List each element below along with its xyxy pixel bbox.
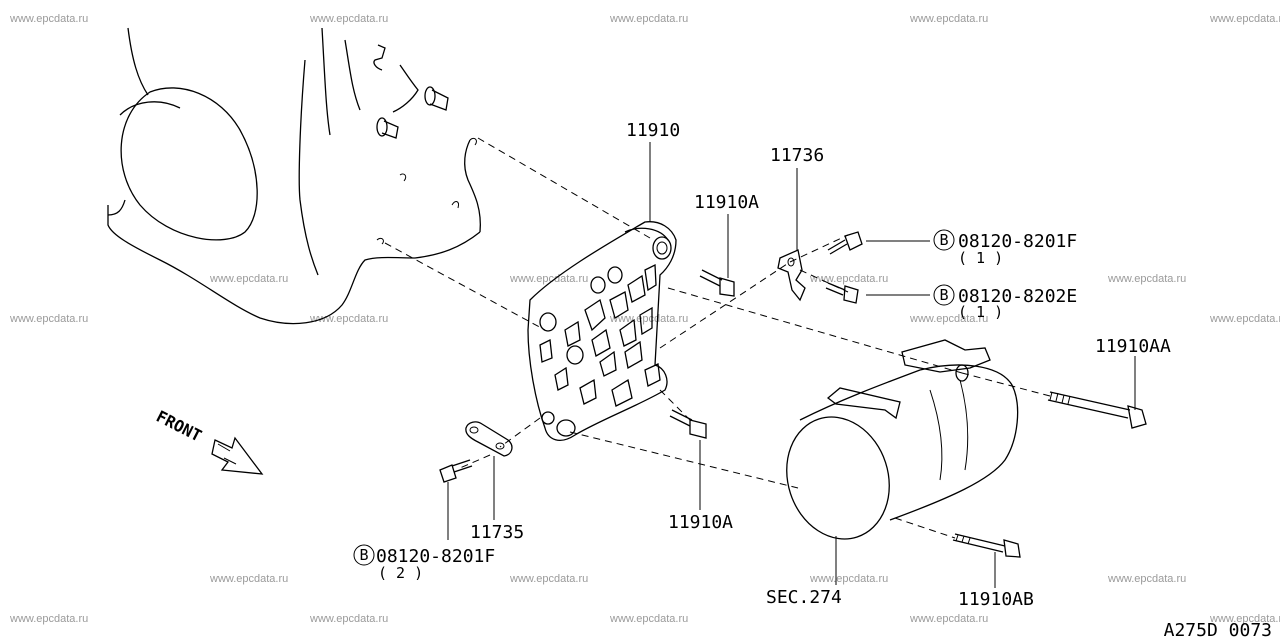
label-11736: 11736 (770, 145, 824, 166)
label-11910AA: 11910AA (1095, 336, 1171, 357)
front-direction-arrow: FRONT (153, 407, 264, 475)
bolt-11910AB (952, 533, 1021, 558)
watermark: www.epcdata.ru (609, 13, 688, 25)
watermark: www.epcdata.ru (1107, 273, 1186, 285)
drawing-code: A275D 0073 (1164, 620, 1272, 640)
watermark: www.epcdata.ru (1209, 313, 1280, 325)
watermark: www.epcdata.ru (609, 313, 688, 325)
front-label: FRONT (153, 407, 205, 446)
watermark: www.epcdata.ru (809, 273, 888, 285)
watermark: www.epcdata.ru (509, 273, 588, 285)
callout-08120-8201F-lower: B 08120-8201F ( 2 ) (353, 544, 495, 582)
watermark: www.epcdata.ru (609, 613, 688, 625)
bolt-11910AA (1047, 391, 1147, 429)
watermark: www.epcdata.ru (909, 613, 988, 625)
callout-08120-8201F-top: B 08120-8201F ( 1 ) (933, 229, 1077, 267)
bracket-11735 (465, 421, 513, 457)
watermarks: www.epcdata.ru www.epcdata.ru www.epcdat… (9, 13, 1280, 625)
watermark: www.epcdata.ru (509, 573, 588, 585)
bolt-qty: ( 1 ) (958, 249, 1003, 267)
watermark: www.epcdata.ru (209, 273, 288, 285)
label-11910A-top: 11910A (694, 192, 759, 213)
ac-compressor (786, 339, 1019, 540)
bolt-badge-letter: B (939, 286, 948, 304)
label-sec274: SEC.274 (766, 587, 842, 608)
bolt-code: 08120-8202E (958, 286, 1077, 307)
bolt-08120-8201F-lower (439, 459, 473, 483)
watermark: www.epcdata.ru (209, 573, 288, 585)
engine-block (107, 27, 481, 325)
bolt-badge-letter: B (939, 231, 948, 249)
label-11910A-bottom: 11910A (668, 512, 733, 533)
watermark: www.epcdata.ru (809, 573, 888, 585)
watermark: www.epcdata.ru (1209, 13, 1280, 25)
bolt-qty: ( 1 ) (958, 303, 1003, 321)
watermark: www.epcdata.ru (9, 613, 88, 625)
bolt-11910A-bottom (669, 409, 707, 439)
bolt-badge-icon (933, 284, 955, 306)
watermark: www.epcdata.ru (909, 313, 988, 325)
bolt-badge-letter: B (359, 546, 368, 564)
bolt-08120-8202E (825, 282, 859, 304)
compressor-bracket (527, 221, 677, 441)
bolt-qty: ( 2 ) (378, 564, 423, 582)
bolt-08120-8201F-top (827, 231, 863, 255)
watermark: www.epcdata.ru (9, 313, 88, 325)
leader-dashes (384, 137, 1051, 539)
watermark: www.epcdata.ru (309, 613, 388, 625)
bolt-badge-icon (933, 229, 955, 251)
watermark: www.epcdata.ru (1107, 573, 1186, 585)
bolt-badge-icon (353, 544, 375, 566)
callout-lines (447, 142, 1136, 588)
watermark: www.epcdata.ru (309, 13, 388, 25)
bolt-code: 08120-8201F (958, 231, 1077, 252)
watermark: www.epcdata.ru (909, 13, 988, 25)
bolt-11910A-top (699, 269, 735, 297)
label-11910AB: 11910AB (958, 589, 1034, 610)
watermark: www.epcdata.ru (1209, 613, 1280, 625)
label-11910: 11910 (626, 120, 680, 141)
bracket-11736 (777, 249, 806, 302)
watermark: www.epcdata.ru (9, 13, 88, 25)
callout-08120-8202E: B 08120-8202E ( 1 ) (933, 284, 1077, 321)
label-11735: 11735 (470, 522, 524, 543)
bolt-code: 08120-8201F (376, 546, 495, 567)
